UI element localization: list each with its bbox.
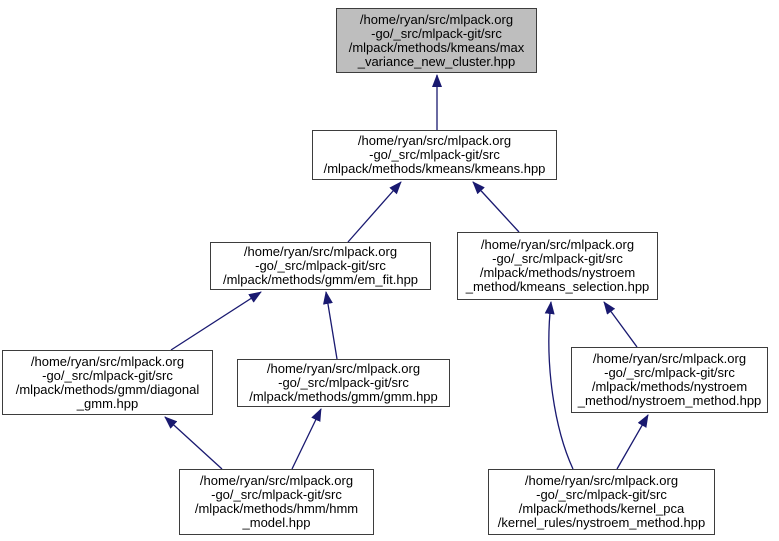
node-label-line: /mlpack/methods/gmm/diagonal: [15, 381, 200, 397]
graph-node-max_variance_new_cluster: /home/ryan/src/mlpack.org-go/_src/mlpack…: [336, 8, 537, 73]
node-label-line: -go/_src/mlpack-git/src: [536, 487, 667, 502]
graph-node-gmm[interactable]: /home/ryan/src/mlpack.org-go/_src/mlpack…: [237, 359, 450, 407]
edge-nystroem_method-to-kmeans_selection: [603, 301, 638, 348]
node-label-line: /home/ryan/src/mlpack.org: [357, 133, 512, 148]
edge-diagonal_gmm-to-em_fit: [170, 291, 262, 351]
node-label-line: -go/_src/mlpack-git/src: [369, 147, 500, 162]
node-label-line: /mlpack/methods/nystroem: [591, 379, 748, 394]
graph-node-kmeans[interactable]: /home/ryan/src/mlpack.org-go/_src/mlpack…: [312, 130, 557, 180]
edge-kmeans_selection-to-kmeans: [472, 181, 520, 233]
node-label-line: /home/ryan/src/mlpack.org: [199, 473, 354, 488]
node-label-line: /home/ryan/src/mlpack.org: [266, 361, 421, 376]
node-label-line: /mlpack/methods/gmm/em_fit.hpp: [222, 272, 419, 287]
node-label-line: /mlpack/methods/kmeans/kmeans.hpp: [323, 161, 546, 176]
graph-node-em_fit[interactable]: /home/ryan/src/mlpack.org-go/_src/mlpack…: [210, 242, 431, 290]
graph-node-diagonal_gmm[interactable]: /home/ryan/src/mlpack.org-go/_src/mlpack…: [2, 350, 213, 415]
node-label-line: -go/_src/mlpack-git/src: [604, 365, 735, 380]
node-label-line: /mlpack/methods/kmeans/max: [348, 39, 525, 55]
node-label-line: /mlpack/methods/kernel_pca: [518, 501, 685, 516]
node-label-line: /home/ryan/src/mlpack.org: [359, 11, 514, 27]
node-label-line: /mlpack/methods/nystroem: [479, 265, 636, 280]
node-label-line: /mlpack/methods/hmm/hmm: [194, 501, 359, 516]
node-label-line: /home/ryan/src/mlpack.org: [30, 353, 185, 369]
edge-hmm_model-to-gmm: [291, 408, 322, 470]
node-label-line: _model.hpp: [242, 515, 311, 530]
node-label-line: /home/ryan/src/mlpack.org: [243, 244, 398, 259]
graph-node-hmm_model[interactable]: /home/ryan/src/mlpack.org-go/_src/mlpack…: [179, 469, 374, 535]
edge-hmm_model-to-diagonal_gmm: [164, 416, 223, 470]
node-label-line: _method/kmeans_selection.hpp: [465, 279, 650, 294]
node-label-line: -go/_src/mlpack-git/src: [492, 251, 623, 266]
edge-kernel_pca_nystroem_method-to-nystroem_method: [616, 414, 649, 470]
edge-gmm-to-em_fit: [323, 291, 338, 360]
graph-node-kernel_pca_nystroem_method[interactable]: /home/ryan/src/mlpack.org-go/_src/mlpack…: [488, 469, 715, 535]
edge-kernel_pca_nystroem_method-to-kmeans_selection: [544, 301, 574, 470]
node-label-line: -go/_src/mlpack-git/src: [278, 375, 409, 390]
node-label-line: /mlpack/methods/gmm/gmm.hpp: [249, 389, 438, 404]
node-label-line: _gmm.hpp: [76, 395, 139, 411]
graph-node-kmeans_selection[interactable]: /home/ryan/src/mlpack.org-go/_src/mlpack…: [457, 232, 658, 300]
node-label-line: _variance_new_cluster.hpp: [357, 53, 516, 69]
edge-em_fit-to-kmeans: [347, 181, 402, 243]
graph-node-nystroem_method[interactable]: /home/ryan/src/mlpack.org-go/_src/mlpack…: [571, 347, 768, 413]
node-label-line: -go/_src/mlpack-git/src: [371, 25, 502, 41]
node-label-line: -go/_src/mlpack-git/src: [211, 487, 342, 502]
node-label-line: /kernel_rules/nystroem_method.hpp: [497, 515, 706, 530]
node-label-line: /home/ryan/src/mlpack.org: [524, 473, 679, 488]
node-label-line: _method/nystroem_method.hpp: [577, 393, 762, 408]
node-label-line: -go/_src/mlpack-git/src: [255, 258, 386, 273]
node-label-line: /home/ryan/src/mlpack.org: [592, 351, 747, 366]
node-label-line: -go/_src/mlpack-git/src: [42, 367, 173, 383]
node-label-line: /home/ryan/src/mlpack.org: [480, 237, 635, 252]
